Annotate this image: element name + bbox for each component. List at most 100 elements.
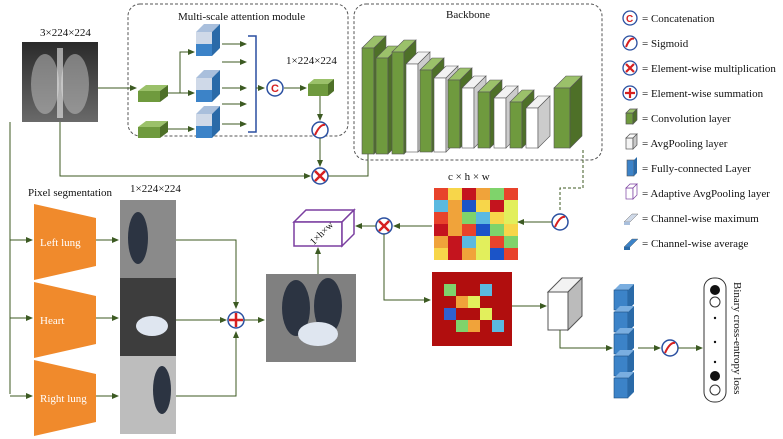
backbone-title: Backbone <box>446 9 490 21</box>
heatmap-cell <box>476 212 490 224</box>
sum-icon <box>622 85 638 101</box>
attention-multiply-op <box>311 167 329 185</box>
heatmap-cell <box>444 284 456 296</box>
msa-output-dims: 1×224×224 <box>286 55 337 67</box>
heatmap-cell <box>490 188 504 200</box>
legend-label: = Element-wise multiplication <box>642 63 776 75</box>
heatmap-cell <box>434 212 448 224</box>
attended-feature-map <box>432 272 512 346</box>
heatmap-cell <box>462 248 476 260</box>
heatmap-cell <box>434 248 448 260</box>
fc-layer-stack <box>613 284 634 399</box>
heatmap-cell <box>462 188 476 200</box>
fc-layer-icon <box>626 157 637 177</box>
heatmap-cell <box>444 308 456 320</box>
heatmap-cell <box>476 248 490 260</box>
feature-sigmoid-op <box>551 213 569 231</box>
legend-item: = Element-wise summation <box>622 85 764 101</box>
heatmap-cell <box>490 236 504 248</box>
output-prob-vector <box>703 277 727 403</box>
feature-heatmap <box>434 188 518 260</box>
backbone-layer <box>525 95 551 149</box>
input-xray-image <box>22 42 98 122</box>
output-avgpool-block <box>546 276 584 332</box>
svg-text:C: C <box>271 83 279 95</box>
heatmap-cell <box>434 200 448 212</box>
seg-sum-op <box>227 311 245 329</box>
legend-item: = Sigmoid <box>622 35 689 51</box>
feature-dims: c × h × w <box>448 171 490 183</box>
segmentation-network <box>34 282 96 358</box>
concat-op: C <box>266 79 284 97</box>
conv-layer-icon <box>625 108 638 125</box>
multiply-icon <box>622 60 638 76</box>
heatmap-cell <box>448 224 462 236</box>
avgpool-layer-icon <box>625 133 638 150</box>
legend-item: = Channel-wise maximum <box>623 213 759 225</box>
heatmap-cell <box>468 296 480 308</box>
legend-item: C = Concatenation <box>622 10 715 26</box>
heatmap-cell <box>434 224 448 236</box>
heatmap-cell <box>490 200 504 212</box>
heatmap-cell <box>504 200 518 212</box>
sigmoid-icon <box>622 35 638 51</box>
legend: C = Concatenation = Sigmoid = Element-wise … <box>622 10 776 250</box>
input-dims: 3×224×224 <box>40 27 91 39</box>
svg-text:C: C <box>626 14 633 25</box>
legend-label: = Channel-wise maximum <box>642 213 759 225</box>
msa-output-block <box>308 79 334 96</box>
msa-branches <box>138 24 265 138</box>
heatmap-cell <box>480 284 492 296</box>
adaptive-avgpool-block <box>292 208 356 248</box>
heatmap-cell <box>448 212 462 224</box>
legend-item: = AvgPooling layer <box>625 133 728 150</box>
legend-label: = Fully-connected Layer <box>642 163 751 175</box>
heatmap-cell <box>448 188 462 200</box>
seg-title: Pixel segmentation <box>28 187 113 199</box>
heatmap-cell <box>434 236 448 248</box>
loss-label: Binary cross-entropy loss <box>731 282 743 394</box>
heatmap-cell <box>468 320 480 332</box>
adaptive-avgpool-icon <box>625 183 638 200</box>
heatmap-cell <box>490 248 504 260</box>
heatmap-cell <box>504 224 518 236</box>
heatmap-cell <box>462 236 476 248</box>
legend-item: = Element-wise multiplication <box>622 60 776 76</box>
heatmap-cell <box>476 236 490 248</box>
legend-item: = Adaptive AvgPooling layer <box>625 183 770 200</box>
msa-sigmoid-op <box>311 121 329 139</box>
channel-max-icon <box>623 213 639 225</box>
combined-mask-image <box>266 274 356 362</box>
concat-icon: C <box>622 10 638 26</box>
legend-label: = Channel-wise average <box>642 238 748 250</box>
heatmap-cell <box>448 200 462 212</box>
seg-dims: 1×224×224 <box>130 183 181 195</box>
segmentation-network <box>34 204 96 280</box>
legend-item: = Convolution layer <box>625 108 731 125</box>
output-sigmoid-op <box>661 339 679 357</box>
heatmap-cell <box>504 212 518 224</box>
heatmap-cell <box>490 212 504 224</box>
heatmap-cell <box>456 320 468 332</box>
heatmap-cell <box>448 248 462 260</box>
heatmap-cell <box>456 296 468 308</box>
heatmap-cell <box>462 224 476 236</box>
heatmap-cell <box>480 308 492 320</box>
heatmap-cell <box>448 236 462 248</box>
heatmap-cell <box>492 320 504 332</box>
heatmap-cell <box>476 200 490 212</box>
legend-label: = Concatenation <box>642 13 715 25</box>
msa-title: Multi-scale attention module <box>178 11 305 23</box>
backbone-layer <box>553 75 583 149</box>
seg-item-heart: Heart <box>10 278 176 358</box>
heatmap-cell <box>476 224 490 236</box>
heatmap-cell <box>490 224 504 236</box>
heatmap-cell <box>434 188 448 200</box>
legend-item: = Fully-connected Layer <box>626 157 751 177</box>
heatmap-cell <box>476 188 490 200</box>
segmentation-network <box>34 360 96 436</box>
heatmap-cell <box>504 248 518 260</box>
